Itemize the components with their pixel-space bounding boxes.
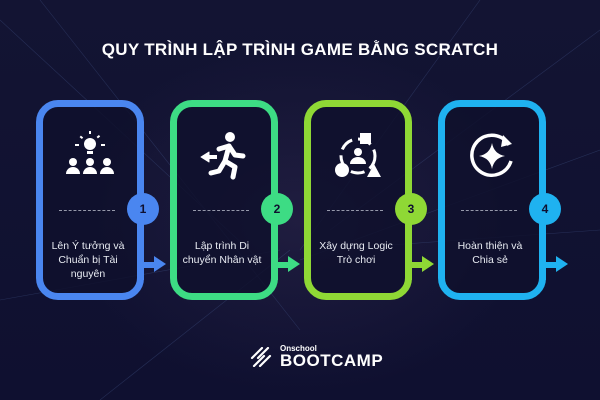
shapes-logic-icon	[311, 131, 405, 181]
lightning-logo-icon	[250, 346, 272, 367]
arrow-right-icon	[539, 256, 568, 280]
step-label: Lên Ý tưởng và Chuẩn bị Tài nguyên	[51, 240, 125, 280]
step-label: Xây dựng Logic Trò chơi	[319, 240, 393, 266]
arrow-right-icon	[271, 256, 300, 280]
bootcamp-logo: Onschool BOOTCAMP	[250, 344, 383, 369]
idea-team-icon	[43, 131, 137, 181]
step-card-3: Xây dựng Logic Trò chơi	[304, 100, 412, 300]
running-person-icon	[177, 131, 271, 181]
step-card-2: Lập trình Di chuyển Nhân vật	[170, 100, 278, 300]
arrow-right-icon	[405, 256, 434, 280]
step-number-badge: 2	[261, 193, 293, 225]
divider	[327, 210, 383, 211]
divider	[461, 210, 517, 211]
arrow-right-icon	[137, 256, 166, 280]
step-label: Hoàn thiện và Chia sẻ	[457, 240, 523, 266]
sparkle-refresh-icon	[445, 131, 539, 181]
step-number-badge: 4	[529, 193, 561, 225]
divider	[59, 210, 115, 211]
step-label: Lập trình Di chuyển Nhân vật	[182, 240, 262, 266]
step-number-badge: 1	[127, 193, 159, 225]
step-number-badge: 3	[395, 193, 427, 225]
logo-big-text: BOOTCAMP	[280, 351, 384, 370]
logo-small-text: Onschool	[280, 344, 317, 353]
step-card-4: Hoàn thiện và Chia sẻ	[438, 100, 546, 300]
divider	[193, 210, 249, 211]
page-title: QUY TRÌNH LẬP TRÌNH GAME BẰNG SCRATCH	[101, 40, 499, 59]
step-card-1: Lên Ý tưởng và Chuẩn bị Tài nguyên	[36, 100, 144, 300]
